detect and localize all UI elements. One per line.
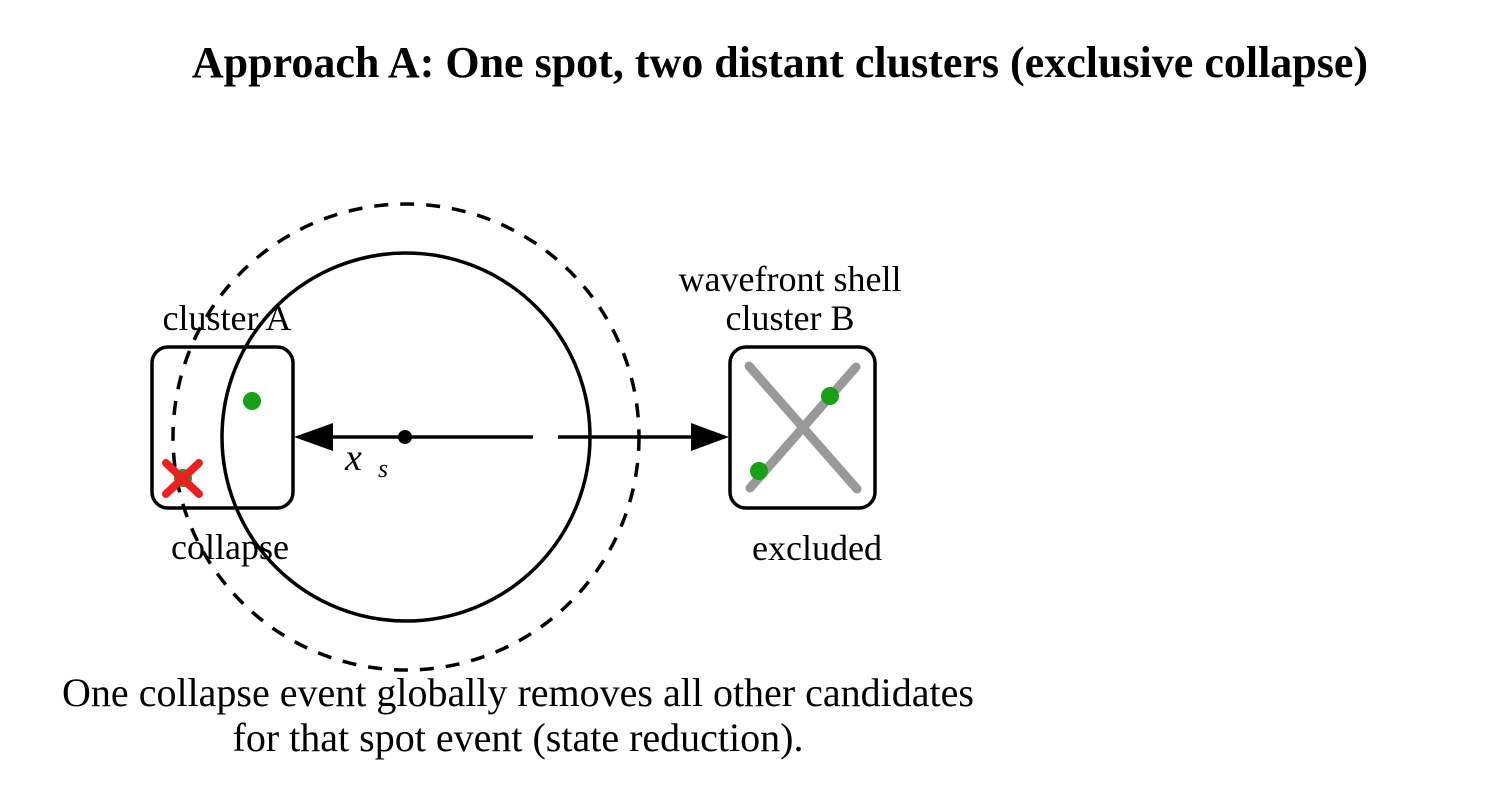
excluded-label: excluded xyxy=(752,528,882,568)
arrowhead-right-icon xyxy=(691,423,729,451)
collapse-x-icon xyxy=(162,459,203,498)
cluster-b-label-line2: cluster B xyxy=(726,298,855,338)
candidate-dot-b1 xyxy=(821,387,839,405)
caption-line1: One collapse event globally removes all … xyxy=(62,670,974,715)
cluster-a-label: cluster A xyxy=(163,298,292,338)
cluster-a-box xyxy=(150,345,295,510)
excluded-x-icon xyxy=(744,361,862,494)
arrowhead-left-icon xyxy=(294,423,333,451)
cluster-b-box xyxy=(728,345,877,510)
spot-label-subscript: s xyxy=(378,454,388,483)
collapse-x-stroke-2 xyxy=(162,459,203,498)
spot-event-dot xyxy=(398,430,412,444)
spot-label-x: x xyxy=(344,437,362,479)
caption-line2: for that spot event (state reduction). xyxy=(233,715,804,760)
candidate-dot-b2 xyxy=(750,462,768,480)
collapse-label: collapse xyxy=(171,527,289,567)
cluster-b-label-line1: wavefront shell xyxy=(679,259,902,299)
diagram-title: Approach A: One spot, two distant cluste… xyxy=(192,38,1368,87)
candidate-dot-a xyxy=(243,392,261,410)
excluded-x-stroke-2 xyxy=(745,362,861,493)
